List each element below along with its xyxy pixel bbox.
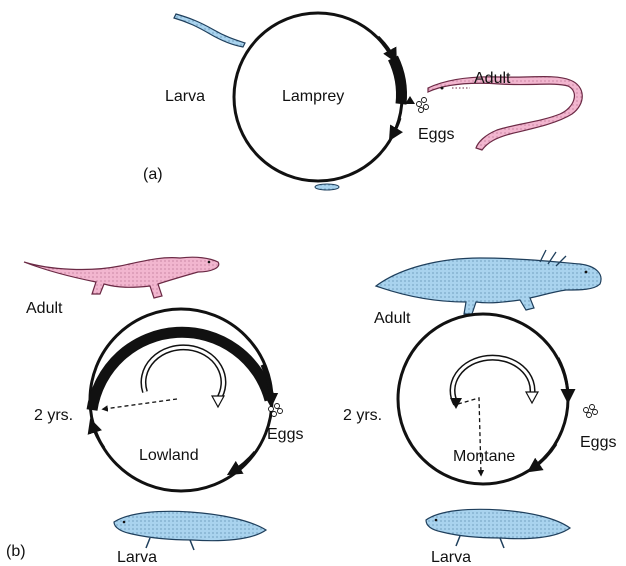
- larva-salamander-icon: [114, 511, 266, 550]
- lamprey-larva-label: Larva: [165, 88, 205, 105]
- lowland-time-label: 2 yrs.: [34, 407, 73, 424]
- montane-inner-arc: [453, 358, 533, 404]
- lowland-eggs-label: Eggs: [267, 426, 303, 443]
- lamprey-center-label: Lamprey: [282, 88, 344, 105]
- lowland-arrow-to-larva: [232, 452, 255, 472]
- eggs-icon: [584, 405, 598, 418]
- lowland-adult-label: Adult: [26, 300, 63, 317]
- eggs-icon: [417, 98, 429, 113]
- panel-b-label: (b): [6, 543, 26, 560]
- panel-a-label: (a): [143, 166, 163, 183]
- lowland-larva-label: Larva: [117, 549, 157, 566]
- lowland-inner-arc: [143, 347, 223, 400]
- lamprey-eggs-label: Eggs: [418, 126, 454, 143]
- panel-a: (a) Lamprey Larva Adult Eggs: [143, 13, 582, 190]
- lowland-center-label: Lowland: [139, 447, 199, 464]
- montane-larva-label: Larva: [431, 549, 471, 566]
- montane-center-label: Montane: [453, 448, 515, 465]
- panel-b-lowland: (b) Adult Lowland Eggs 2 yrs. Larva: [6, 257, 303, 566]
- lowland-dashed-arrow: [104, 399, 177, 409]
- montane-adult-label: Adult: [374, 310, 411, 327]
- larva-salamander-icon: [426, 509, 570, 548]
- adult-salamander-icon: [376, 250, 601, 314]
- montane-eggs-label: Eggs: [580, 434, 616, 451]
- montane-time-label: 2 yrs.: [343, 407, 382, 424]
- panel-b-montane: Adult Montane Eggs 2 yrs. Larva: [343, 250, 616, 566]
- lamprey-arrow-to-larva: [392, 118, 400, 136]
- lowland-arrow-to-2yrs: [92, 424, 104, 448]
- lamprey-egg-blob: [315, 184, 339, 190]
- larva-lamprey-icon: [174, 14, 245, 47]
- lamprey-arrow-to-adult: [378, 37, 394, 58]
- lamprey-adult-label: Adult: [474, 70, 511, 87]
- adult-salamander-icon: [24, 257, 219, 298]
- lamprey-adult-arc: [393, 58, 402, 104]
- montane-arrow-to-eggs: [558, 358, 568, 398]
- lowland-adult-arc: [92, 332, 270, 410]
